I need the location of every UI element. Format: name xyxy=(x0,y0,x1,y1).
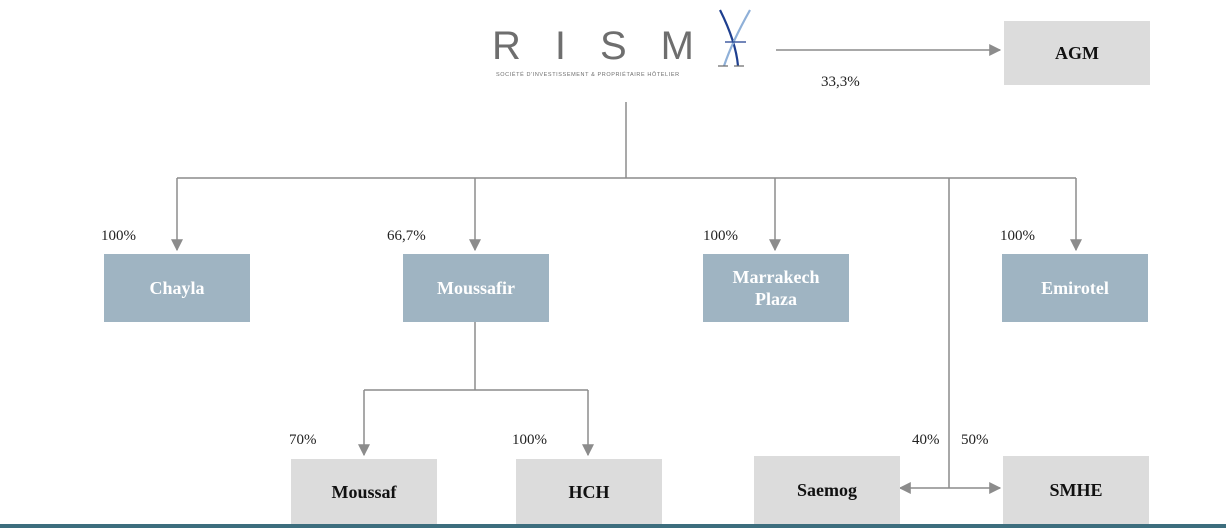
risma-logo: RISM SOCIÉTÉ D'INVESTISSEMENT & PROPRIÉT… xyxy=(488,2,770,88)
moussafir-label: Moussafir xyxy=(437,278,515,298)
saemog-box: Saemog xyxy=(754,456,900,524)
smhe-label: SMHE xyxy=(1049,480,1103,500)
moussafir-box: Moussafir xyxy=(403,254,549,322)
logo-letters: RISM xyxy=(492,24,728,68)
emirotel-box: Emirotel xyxy=(1002,254,1148,322)
smhe-percentage: 50% xyxy=(961,432,989,448)
emirotel-percentage: 100% xyxy=(1000,228,1035,244)
marrakech-plaza-box: Marrakech Plaza xyxy=(703,254,849,322)
agm-label: AGM xyxy=(1055,43,1099,63)
saemog-label: Saemog xyxy=(797,480,857,500)
logo-tagline: SOCIÉTÉ D'INVESTISSEMENT & PROPRIÉTAIRE … xyxy=(496,72,680,78)
chayla-percentage: 100% xyxy=(101,228,136,244)
moussaf-label: Moussaf xyxy=(331,481,397,502)
hch-box: HCH xyxy=(516,459,662,524)
moussafir-percentage: 66,7% xyxy=(387,228,426,244)
hch-percentage: 100% xyxy=(512,432,547,448)
logo-mark-icon xyxy=(718,9,751,67)
smhe-box: SMHE xyxy=(1003,456,1149,524)
hch-label: HCH xyxy=(568,481,610,502)
agm-percentage: 33,3% xyxy=(821,74,860,90)
chayla-box: Chayla xyxy=(104,254,250,322)
agm-box: AGM xyxy=(1004,21,1150,85)
moussaf-box: Moussaf xyxy=(291,459,437,524)
marrakech-plaza-label-line1: Marrakech xyxy=(732,267,820,287)
moussaf-percentage: 70% xyxy=(289,432,317,448)
emirotel-label: Emirotel xyxy=(1041,278,1109,298)
marrakech-plaza-label-line2: Plaza xyxy=(755,289,797,309)
bottom-divider xyxy=(0,524,1226,528)
chayla-label: Chayla xyxy=(149,278,205,298)
marrakech-plaza-percentage: 100% xyxy=(703,228,738,244)
saemog-percentage: 40% xyxy=(912,432,940,448)
